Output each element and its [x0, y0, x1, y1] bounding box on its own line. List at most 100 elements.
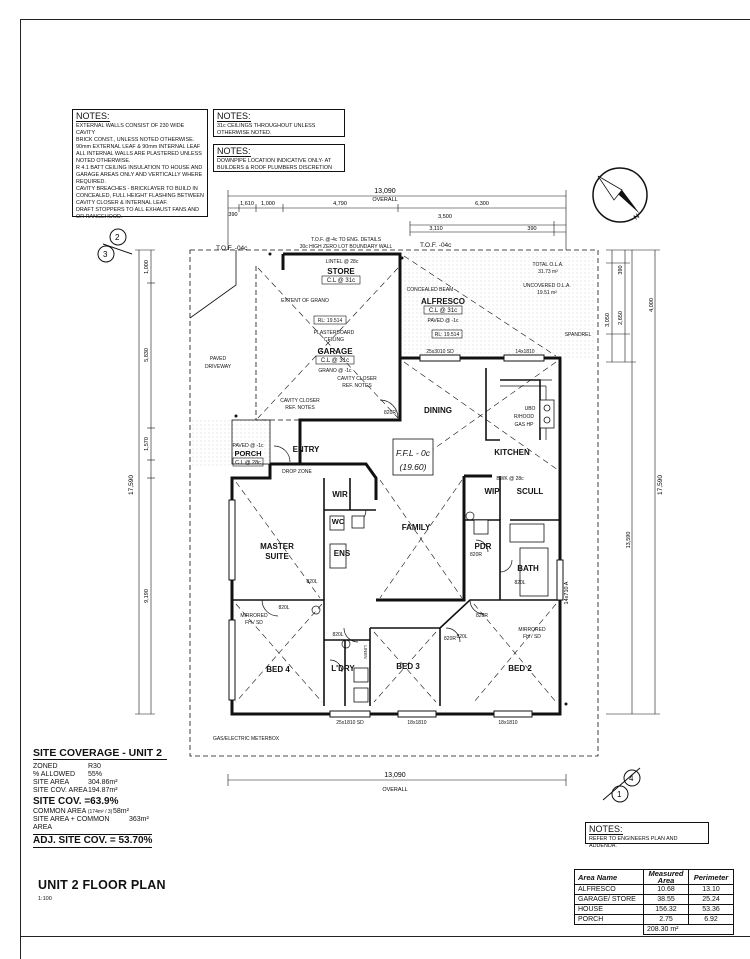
label-cavity-closer: CAVITY CLOSER — [280, 398, 320, 404]
label-uncovered-ola-value: 19.51 m² — [537, 290, 557, 296]
dimension-seg: 390 — [527, 226, 536, 232]
dimension-seg: 2,650 — [618, 311, 624, 325]
label-tof-right: T.O.F. -04c — [420, 242, 452, 249]
notes-line: GARAGE AREAS ONLY AND VERTICALLY WHERE — [76, 172, 203, 178]
notes-title: NOTES: — [217, 146, 251, 157]
dimension-left-overall: 17,590 — [128, 475, 135, 495]
notes-line: 31c CEILINGS THROUGHOUT UNLESS — [217, 123, 316, 129]
label-family: FAMILY — [402, 523, 431, 532]
fixtures — [329, 399, 555, 703]
notes-line: REQUIRED. — [76, 179, 106, 185]
label-wir: WIR — [332, 490, 348, 499]
label-kitchen: KITCHEN — [494, 448, 530, 457]
dimension-seg: 1,000 — [144, 260, 150, 274]
label-gas-hp: GAS HP — [515, 422, 535, 428]
label-grano: GRANO @ -1c — [318, 368, 352, 374]
table-cell: 25.24 — [688, 894, 734, 905]
dimension-overall-label: OVERALL — [382, 787, 407, 793]
table-header-row: Area Name Measured Area Perimeter — [574, 869, 734, 885]
label-wip: WIP — [484, 487, 500, 496]
dimension-overall-label: OVERALL — [372, 197, 397, 203]
dimension-seg: 3,500 — [438, 214, 452, 220]
label-ffl: F.F.L - 0c — [396, 448, 431, 458]
section-marker-icon: 2 3 4 1 — [97, 228, 641, 803]
notes-line: DOWNPIPE LOCATION INDICATIVE ONLY- AT — [217, 158, 332, 164]
label-dining: DINING — [424, 406, 452, 415]
dimension-top-overall: 13,090 — [374, 188, 396, 195]
notes-line: OR RANGEHOOD. — [76, 214, 123, 220]
label-rhood: R/HOOD — [514, 414, 534, 420]
dimension-seg: 1,570 — [144, 437, 150, 451]
dimension-seg: 4,790 — [333, 201, 347, 207]
label-drop-zone: DROP ZONE — [282, 469, 312, 475]
dimension-seg: 390 — [618, 265, 624, 274]
label-rl-garage: RL: 19.514 — [318, 318, 343, 324]
table-cell: 10.68 — [643, 884, 689, 895]
table-cell: GARAGE/ STORE — [574, 894, 644, 905]
table-cell: 53.36 — [688, 904, 734, 915]
page-title: UNIT 2 FLOOR PLAN — [38, 878, 166, 892]
label-uncovered-ola: UNCOVERED O.L.A. — [523, 283, 571, 289]
notes-line: BRICK CONST., UNLESS NOTED OTHERWISE. — [76, 137, 195, 143]
label-master-suite: MASTER — [260, 542, 294, 551]
label-porch: PORCH — [234, 449, 261, 458]
label-plasterboard: PLASTERBOARD — [314, 330, 355, 336]
site-coverage-title: SITE COVERAGE - UNIT 2 — [33, 747, 167, 760]
label-mirrored: MIRRORED — [518, 627, 546, 633]
label-tof-left: T.O.F. -04c — [216, 245, 248, 252]
area-table: Area Name Measured Area Perimeter ALFRES… — [574, 869, 734, 935]
drawing-sheet-border — [20, 19, 750, 959]
label-laundry: L'DRY — [331, 664, 355, 673]
table-total: 208.30 m² — [643, 924, 734, 935]
coverage-value: 304.86m² — [88, 779, 118, 786]
coverage-key: SITE AREA — [33, 779, 70, 786]
dimension-bottom-overall: 13,090 — [384, 772, 406, 779]
coverage-row: SITE AREA 304.86m² — [33, 779, 167, 787]
top-dimension-lines — [135, 190, 660, 786]
label-store: STORE — [327, 267, 355, 276]
table-cell: 2.75 — [643, 914, 689, 925]
coverage-value: R30 — [88, 763, 101, 770]
label-window-18a: 18x1810 — [407, 720, 426, 726]
marker-label: 2 — [115, 233, 120, 242]
notes-line: R 4.1 BATT CEILING INSULATION TO HOUSE A… — [76, 165, 203, 171]
label-pdr: PDR — [475, 542, 492, 551]
table-cell: 38.55 — [643, 894, 689, 905]
lot-boundary — [189, 249, 599, 757]
label-ceiling: CEILING — [324, 337, 344, 343]
label-ffl-value: (19.60) — [400, 462, 427, 472]
label-bed2: BED 2 — [508, 664, 532, 673]
label-cavity-closer: REF. NOTES — [285, 405, 315, 411]
label-meterbox: GAS/ELECTRIC METERBOX — [213, 736, 280, 742]
notes-line: EXTERNAL WALLS CONSIST OF 230 WIDE CAVIT… — [76, 123, 186, 136]
label-bwk: BWK @ 28c — [496, 476, 524, 482]
label-paved-driveway: PAVED — [210, 356, 227, 362]
common-area-value: 58m² — [113, 808, 129, 815]
label-paved-porch: PAVED @ -1c — [232, 443, 264, 449]
label-bath: BATH — [517, 564, 539, 573]
label-door: 820R — [476, 613, 488, 619]
label-spandrel: SPANDREL — [565, 332, 592, 338]
table-cell: 156.32 — [643, 904, 689, 915]
bottom-rule — [20, 936, 750, 937]
label-alfresco: ALFRESCO — [421, 297, 465, 306]
svg-text:N: N — [633, 213, 641, 222]
label-door: 820L — [514, 580, 525, 586]
label-door: 820R — [384, 410, 396, 416]
label-window-18b: 18x1810 — [498, 720, 517, 726]
internal-walls — [232, 368, 560, 706]
common-area-sub: (174m² / 3) — [87, 809, 113, 815]
windows — [228, 354, 564, 718]
label-door: 820L — [306, 579, 317, 585]
label-wc: WC — [332, 517, 345, 526]
notes-line: BUILDERS & ROOF PLUMBERS DISCRETION — [217, 165, 333, 171]
label-store-cl: C.L @ 31c — [327, 278, 355, 284]
label-master-suite: SUITE — [265, 552, 289, 561]
table-cell: 6.92 — [688, 914, 734, 925]
label-zero-lot: 30c HIGH ZERO LOT BOUNDARY WALL — [300, 244, 393, 250]
table-cell: PORCH — [574, 914, 644, 925]
